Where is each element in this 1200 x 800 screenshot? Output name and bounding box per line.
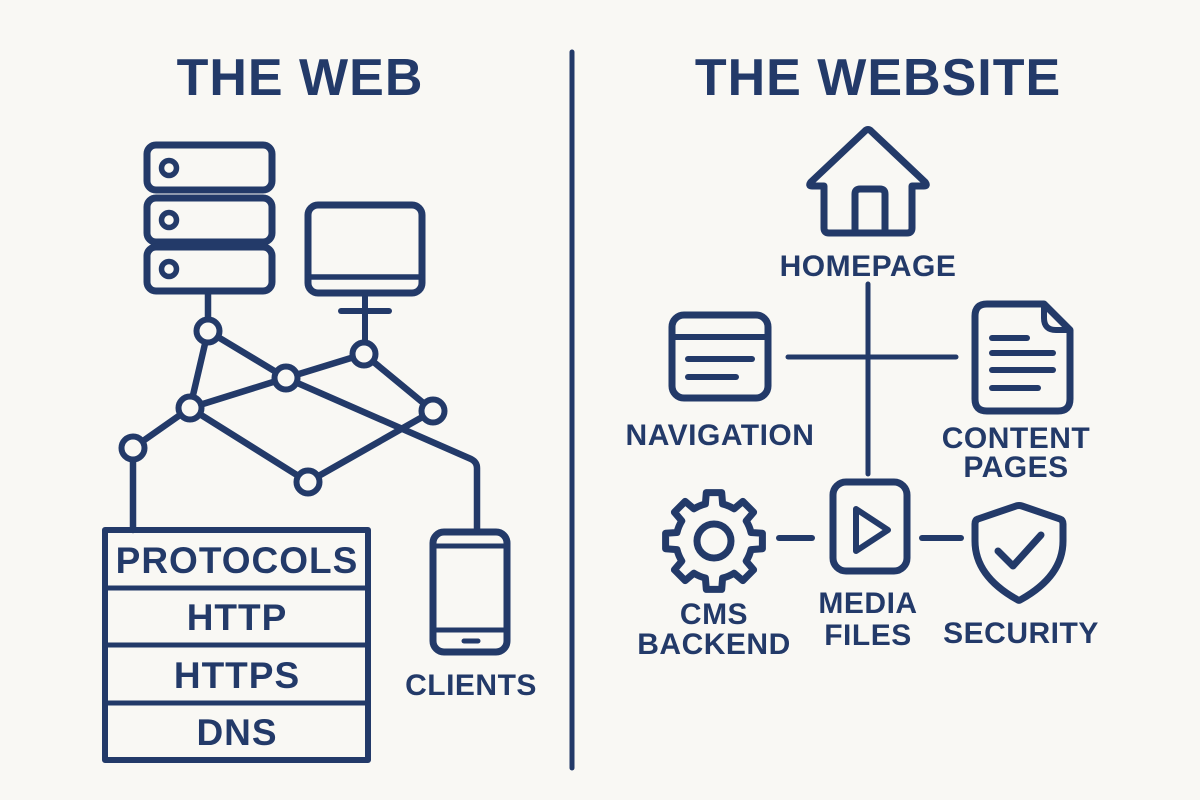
smartphone-icon: [429, 528, 511, 656]
media-player-icon: [829, 478, 911, 575]
gear-icon: [662, 489, 766, 593]
table-row-https: HTTPS: [174, 655, 300, 696]
table-row-http: HTTP: [187, 597, 288, 638]
shield-check-icon: [971, 502, 1067, 604]
homepage-label: HOMEPAGE: [780, 250, 957, 283]
table-row-dns: DNS: [196, 712, 277, 753]
home-icon: [806, 126, 930, 237]
security-label: SECURITY: [943, 617, 1099, 650]
network-graph: [118, 287, 481, 536]
cms-backend-label-line2: BACKEND: [637, 628, 791, 661]
network-nodes: [118, 316, 448, 497]
right-panel-title: THE WEBSITE: [695, 49, 1061, 107]
content-pages-label-line2: PAGES: [963, 451, 1068, 484]
navigation-label: NAVIGATION: [626, 419, 815, 452]
cms-backend-label-line1: CMS: [680, 598, 748, 631]
media-files-label-line2: FILES: [824, 619, 912, 652]
clients-label: CLIENTS: [405, 669, 537, 702]
connector-cross: [785, 281, 959, 477]
left-panel-title: THE WEB: [177, 49, 424, 107]
protocols-table: PROTOCOLS HTTP HTTPS DNS: [102, 527, 371, 763]
desktop-monitor-icon: [304, 201, 426, 348]
document-icon: [971, 300, 1074, 415]
media-files-label-line1: MEDIA: [818, 587, 917, 620]
browser-window-icon: [668, 311, 772, 402]
table-header-protocols: PROTOCOLS: [116, 540, 359, 581]
server-stack-icon: [143, 141, 276, 295]
content-pages-label-line1: CONTENT: [942, 422, 1091, 455]
